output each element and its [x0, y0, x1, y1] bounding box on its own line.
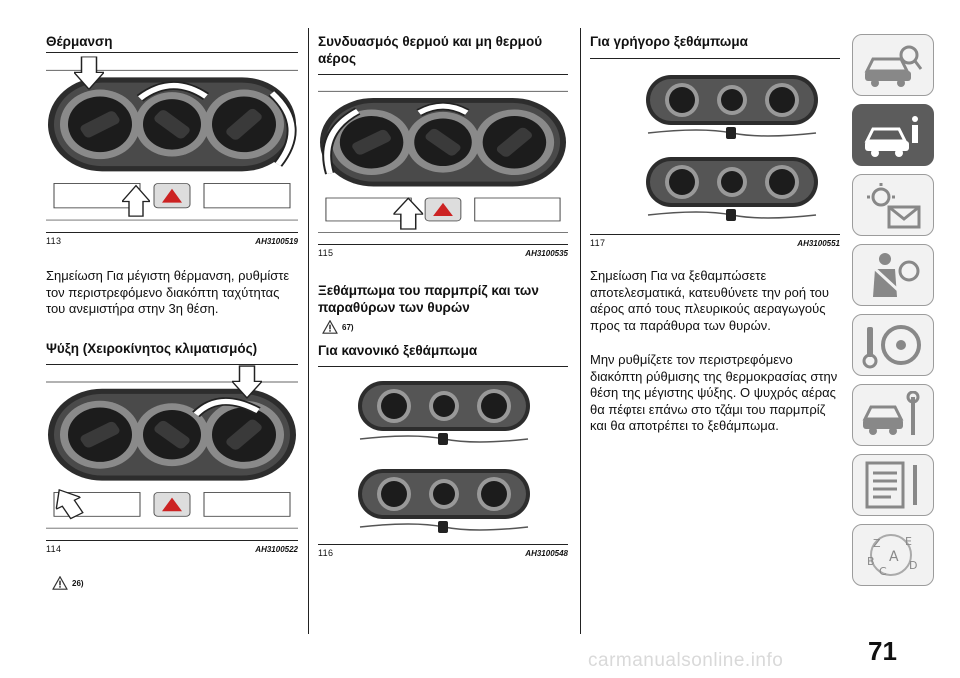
- figure-top-rule: [46, 364, 298, 365]
- heading-heating: Θέρμανση: [46, 34, 113, 49]
- column-divider: [580, 28, 581, 634]
- figure-code: AH3100548: [525, 548, 568, 558]
- figure-number: 117: [590, 238, 606, 248]
- warning-triangle-icon: [52, 576, 68, 590]
- specifications-list-icon: [865, 461, 917, 509]
- heading-warm-cool-mix: Συνδυασμός θερμού και μη θερμού αέρος: [318, 34, 543, 66]
- figure-number: 115: [318, 248, 334, 258]
- figure-top-rule: [318, 366, 568, 367]
- heading-cooling: Ψύξη (Χειροκίνητος κλιματισμός): [46, 341, 258, 356]
- figure-top-rule: [590, 58, 840, 59]
- climate-panel-cooling-image: [46, 365, 298, 535]
- warning-lights-message-icon: [867, 183, 921, 229]
- tab-warning-lights[interactable]: [852, 174, 934, 236]
- figure-caption: 115 AH3100535: [318, 248, 568, 258]
- climate-panel-mix-image: [318, 75, 568, 239]
- tab-getting-to-know-car[interactable]: [852, 34, 934, 96]
- svg-text:D: D: [909, 559, 917, 572]
- svg-text:E: E: [905, 535, 912, 548]
- tab-car-info[interactable]: [852, 104, 934, 166]
- figure-116: 116 AH3100548: [318, 366, 568, 558]
- warning-reference: 26): [52, 576, 84, 590]
- tab-safety[interactable]: [852, 244, 934, 306]
- figure-caption: 114 AH3100522: [46, 544, 298, 554]
- heading-defrost-windshield: Ξεθάμπωμα του παρμπρίζ και των παραθύρων…: [318, 283, 539, 315]
- figure-code: AH3100522: [255, 544, 298, 554]
- car-wrench-icon: [862, 391, 920, 435]
- svg-text:Z: Z: [873, 537, 881, 550]
- tab-starting-driving[interactable]: [852, 314, 934, 376]
- figure-bottom-rule: [46, 540, 298, 541]
- warning-reference: 67): [322, 320, 354, 334]
- page-number: 71: [868, 636, 897, 666]
- seatbelt-airbag-icon: [871, 253, 920, 297]
- warning-triangle-icon: [322, 320, 338, 334]
- defrost-panels-normal-image: [357, 380, 531, 533]
- car-info-icon: [864, 116, 918, 157]
- warning-reference-label: 67): [342, 322, 354, 332]
- figure-code: AH3100535: [525, 248, 568, 258]
- figure-number: 116: [318, 548, 334, 558]
- figure-caption: 116 AH3100548: [318, 548, 568, 558]
- figure-117: 117 AH3100551: [590, 58, 840, 248]
- figure-bottom-rule: [318, 244, 568, 245]
- svg-text:A: A: [889, 549, 899, 565]
- figure-caption: 117 AH3100551: [590, 238, 840, 248]
- figure-114: 114 AH3100522: [46, 364, 298, 554]
- figure-top-rule: [46, 52, 298, 53]
- column-divider: [308, 28, 309, 634]
- figure-number: 113: [46, 236, 62, 246]
- figure-number: 114: [46, 544, 62, 554]
- warning-reference-label: 26): [72, 578, 84, 588]
- figure-bottom-rule: [590, 234, 840, 235]
- tab-index[interactable]: Z E A B D C: [852, 524, 934, 586]
- climate-panel-heating-image: [46, 56, 298, 227]
- heading-fast-defrost: Για γρήγορο ξεθάμπωμα: [590, 34, 748, 49]
- heading-normal-defrost: Για κανονικό ξεθάμπωμα: [318, 343, 478, 358]
- figure-113: 113 AH3100519: [46, 52, 298, 246]
- note-max-heating: Σημείωση Για μέγιστη θέρμανση, ρυθμίστε …: [46, 268, 290, 316]
- figure-code: AH3100551: [797, 238, 840, 248]
- steering-wheel-key-icon: [862, 325, 921, 369]
- tab-specifications[interactable]: [852, 454, 934, 516]
- paragraph-temperature-warning: Μην ρυθμίζετε τον περιστρεφόμενο διακόπτ…: [590, 352, 838, 433]
- alphabet-index-icon: Z E A B D C: [867, 534, 917, 578]
- figure-caption: 113 AH3100519: [46, 236, 298, 246]
- figure-code: AH3100519: [255, 236, 298, 246]
- watermark: carmanualsonline.info: [588, 650, 784, 671]
- car-search-icon: [864, 45, 923, 87]
- svg-text:C: C: [879, 565, 887, 578]
- figure-115: 115 AH3100535: [318, 74, 568, 258]
- figure-top-rule: [318, 74, 568, 75]
- svg-text:B: B: [867, 555, 875, 568]
- defrost-panels-fast-image: [645, 74, 819, 221]
- figure-bottom-rule: [46, 232, 298, 233]
- figure-bottom-rule: [318, 544, 568, 545]
- note-side-vents: Σημείωση Για να ξεθαμπώσετε αποτελεσματι…: [590, 268, 830, 333]
- tab-maintenance[interactable]: [852, 384, 934, 446]
